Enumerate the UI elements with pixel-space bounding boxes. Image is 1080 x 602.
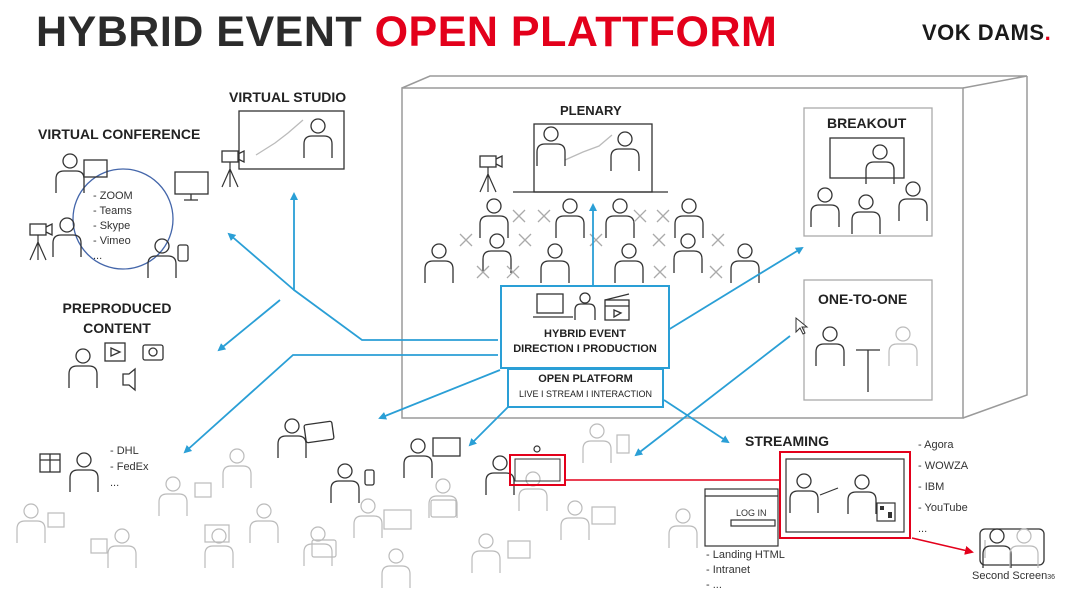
delivery-list: - DHL - FedEx ... xyxy=(110,443,149,491)
page-number: 36 xyxy=(1047,574,1056,581)
list-item: - Vimeo xyxy=(93,235,131,247)
direction-line2: DIRECTION I PRODUCTION xyxy=(513,343,657,355)
one-to-one-illustration xyxy=(803,279,933,401)
label-streaming: STREAMING xyxy=(745,433,829,449)
logo-dot: . xyxy=(1044,20,1052,45)
platform-line2: LIVE I STREAM I INTERACTION xyxy=(518,389,653,399)
vok-dams-logo: VOK DAMS. xyxy=(922,20,1051,46)
list-item: - Teams xyxy=(93,205,132,217)
list-item: - DHL xyxy=(110,445,139,457)
label-second-screen: Second Screen36 xyxy=(972,569,1055,585)
list-item: - IBM xyxy=(918,481,945,493)
landing-list: - Landing HTML - Intranet - ... xyxy=(706,548,785,593)
page-title: HYBRID EVENT OPEN PLATTFORM xyxy=(36,8,777,57)
plenary-stage-illustration xyxy=(479,123,668,193)
title-part-1: HYBRID EVENT xyxy=(36,8,363,56)
streaming-providers-list: - Agora - WOWZA - IBM - YouTube ... xyxy=(918,435,968,540)
login-label: LOG IN xyxy=(736,508,767,518)
list-item: ... xyxy=(110,477,120,489)
second-screen-text: Second Screen xyxy=(972,570,1048,582)
title-part-2: OPEN PLATTFORM xyxy=(374,8,778,56)
delivery-illustration xyxy=(39,453,61,473)
logo-text: VOK DAMS xyxy=(922,20,1045,45)
list-item: - Agora xyxy=(918,439,954,451)
open-platform-box: OPEN PLATFORM LIVE I STREAM I INTERACTIO… xyxy=(507,368,664,408)
label-preproduced-line2: CONTENT xyxy=(83,320,151,336)
flow-arrows xyxy=(183,192,804,457)
label-preproduced-content: PREPRODUCED CONTENT xyxy=(52,298,182,338)
plenary-audience xyxy=(424,198,760,284)
venue-room-outline xyxy=(401,75,1028,419)
label-plenary: PLENARY xyxy=(560,103,622,118)
platform-line1: OPEN PLATFORM xyxy=(538,373,633,385)
virtual-studio-illustration xyxy=(221,110,345,188)
login-page-illustration xyxy=(704,488,779,547)
streaming-screen xyxy=(779,451,911,539)
remote-participants-faded xyxy=(16,423,698,589)
direction-production-box: HYBRID EVENT DIRECTION I PRODUCTION xyxy=(500,285,670,369)
label-preproduced-line1: PREPRODUCED xyxy=(62,300,172,316)
list-item: - ZOOM xyxy=(93,190,133,202)
label-virtual-conference: VIRTUAL CONFERENCE xyxy=(38,126,201,142)
list-item: ... xyxy=(918,523,928,535)
list-item: - ... xyxy=(706,579,722,591)
director-icon xyxy=(533,292,630,321)
list-item: - WOWZA xyxy=(918,460,969,472)
mouse-cursor-icon xyxy=(795,316,809,335)
virtual-conference-illustration xyxy=(29,159,209,270)
list-item: - Skype xyxy=(93,220,131,232)
list-item: - FedEx xyxy=(110,461,149,473)
breakout-illustration xyxy=(803,107,933,237)
label-virtual-studio: VIRTUAL STUDIO xyxy=(229,89,347,105)
label-one-to-one: ONE-TO-ONE xyxy=(818,291,908,307)
label-breakout: BREAKOUT xyxy=(827,115,907,131)
direction-line1: HYBRID EVENT xyxy=(544,328,626,340)
list-item: ... xyxy=(93,250,103,262)
list-item: - Landing HTML xyxy=(706,549,785,561)
list-item: - YouTube xyxy=(918,502,968,514)
second-screen-arrow xyxy=(911,537,974,555)
conference-tools-list: - ZOOM - Teams - Skype - Vimeo ... xyxy=(93,189,133,264)
list-item: - Intranet xyxy=(706,564,751,576)
preproduced-content-illustration xyxy=(104,342,164,392)
remote-participants xyxy=(277,418,515,504)
remote-user-highlight xyxy=(509,445,566,486)
